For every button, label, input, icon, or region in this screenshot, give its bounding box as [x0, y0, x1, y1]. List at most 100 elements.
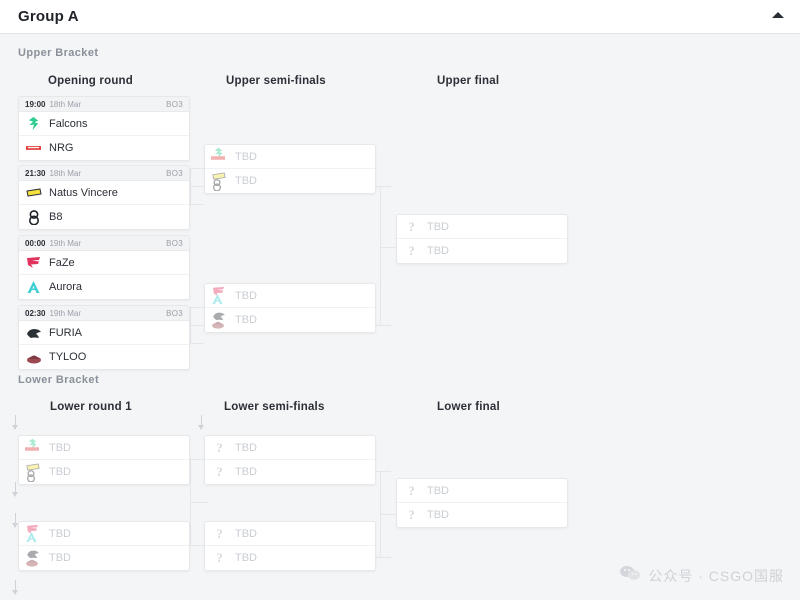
connector — [380, 186, 381, 325]
connector — [371, 186, 391, 187]
team-name: TBD — [427, 484, 449, 497]
match-time: 02:30 — [25, 308, 46, 318]
team-row[interactable]: TBD — [19, 522, 189, 546]
wechat-icon — [619, 565, 641, 586]
team-row[interactable]: TBD — [205, 308, 375, 332]
team-row[interactable]: Falcons — [19, 112, 189, 136]
page-title: Group A — [18, 8, 79, 25]
team-row[interactable]: B8 — [19, 205, 189, 229]
round-title-opening: Opening round — [48, 75, 134, 87]
team-name: FURIA — [49, 326, 82, 339]
team-row[interactable]: FaZe — [19, 251, 189, 275]
team-name: TBD — [235, 441, 257, 454]
match-format: BO3 — [166, 99, 183, 109]
team-row[interactable]: NRG — [19, 136, 189, 160]
aurora-logo-icon — [25, 279, 42, 296]
match-header: 21:30 18th Mar BO3 — [19, 166, 189, 181]
team-row[interactable]: TBD — [19, 460, 189, 484]
round-title-lower-final: Lower final — [437, 401, 500, 413]
team-row[interactable]: TBD — [205, 145, 375, 169]
loser-feed-arrow-icon — [197, 415, 206, 431]
qualifier-placeholder-icon — [25, 463, 42, 482]
unknown-team-icon: ? — [216, 464, 223, 479]
team-row[interactable]: ? TBD — [205, 436, 375, 460]
match-time: 21:30 — [25, 168, 46, 178]
team-row[interactable]: ? TBD — [397, 503, 567, 527]
connector — [371, 325, 391, 326]
match-card[interactable]: ? TBD ? TBD — [204, 435, 376, 485]
team-row[interactable]: ? TBD — [205, 546, 375, 570]
match-card[interactable]: TBD TBD — [18, 435, 190, 485]
match-card[interactable]: 02:30 19th Mar BO3 FURIA TYLOO — [18, 305, 190, 370]
connector — [190, 325, 208, 326]
team-row[interactable]: TBD — [205, 169, 375, 193]
furia-logo-icon — [25, 324, 42, 341]
team-name: TBD — [427, 509, 449, 521]
qualifier-placeholder-icon — [211, 147, 228, 165]
team-name: TBD — [235, 150, 257, 163]
connector — [371, 471, 391, 472]
match-date: 19th Mar — [49, 238, 82, 248]
match-card[interactable]: TBD TBD — [204, 283, 376, 333]
team-row[interactable]: ? TBD — [205, 522, 375, 546]
team-row[interactable]: TBD — [19, 436, 189, 460]
match-header: 19:00 18th Mar BO3 — [19, 97, 189, 112]
round-title-lower-semis: Lower semi-finals — [224, 401, 325, 413]
team-row[interactable]: ? TBD — [397, 215, 567, 239]
team-row[interactable]: Natus Vincere — [19, 181, 189, 205]
connector — [190, 502, 208, 503]
team-row[interactable]: Aurora — [19, 275, 189, 299]
match-card[interactable]: ? TBD ? TBD — [396, 478, 568, 528]
team-name: TYLOO — [49, 351, 87, 363]
team-name: TBD — [49, 527, 71, 540]
team-name: Falcons — [49, 117, 88, 130]
match-date: 18th Mar — [49, 99, 82, 109]
chevron-up-icon[interactable] — [772, 12, 784, 18]
team-name: TBD — [49, 552, 71, 564]
faze-logo-icon — [25, 254, 42, 271]
navi-logo-icon — [25, 184, 42, 201]
team-name: TBD — [235, 552, 257, 564]
team-row[interactable]: TBD — [205, 284, 375, 308]
team-name: Aurora — [49, 281, 83, 293]
falcons-logo-icon — [25, 115, 42, 132]
match-card[interactable]: TBD TBD — [18, 521, 190, 571]
team-name: TBD — [427, 220, 449, 233]
qualifier-placeholder-icon — [211, 172, 228, 191]
team-row[interactable]: FURIA — [19, 321, 189, 345]
match-time: 00:00 — [25, 238, 46, 248]
match-card[interactable]: ? TBD ? TBD — [396, 214, 568, 264]
team-row[interactable]: ? TBD — [397, 239, 567, 263]
match-card[interactable]: 21:30 18th Mar BO3 Natus Vincere B8 — [18, 165, 190, 230]
team-name: TBD — [235, 527, 257, 540]
connector — [182, 343, 204, 344]
tyloo-logo-icon — [25, 349, 42, 366]
watermark-text: 公众号 · CSGO国服 — [648, 567, 784, 584]
loser-feed-arrow-icon — [11, 482, 20, 498]
team-row[interactable]: TYLOO — [19, 345, 189, 369]
team-name: FaZe — [49, 256, 75, 269]
match-time: 19:00 — [25, 99, 46, 109]
qualifier-placeholder-icon — [25, 524, 42, 543]
connector — [182, 168, 204, 169]
team-row[interactable]: TBD — [19, 546, 189, 570]
match-format: BO3 — [166, 238, 183, 248]
upper-bracket-label: Upper Bracket — [18, 47, 99, 59]
team-row[interactable]: ? TBD — [205, 460, 375, 484]
connector — [380, 247, 396, 248]
match-card[interactable]: ? TBD ? TBD — [204, 521, 376, 571]
match-card[interactable]: TBD TBD — [204, 144, 376, 194]
match-format: BO3 — [166, 168, 183, 178]
team-name: B8 — [49, 211, 63, 223]
team-row[interactable]: ? TBD — [397, 479, 567, 503]
match-card[interactable]: 00:00 19th Mar BO3 FaZe Aurora — [18, 235, 190, 300]
unknown-team-icon: ? — [216, 439, 223, 455]
nrg-logo-icon — [25, 140, 42, 157]
team-name: TBD — [235, 289, 257, 302]
match-header: 00:00 19th Mar BO3 — [19, 236, 189, 251]
b8-logo-icon — [25, 209, 42, 226]
match-header: 02:30 19th Mar BO3 — [19, 306, 189, 321]
unknown-team-icon: ? — [216, 550, 223, 565]
match-card[interactable]: 19:00 18th Mar BO3 Falcons NRG — [18, 96, 190, 161]
